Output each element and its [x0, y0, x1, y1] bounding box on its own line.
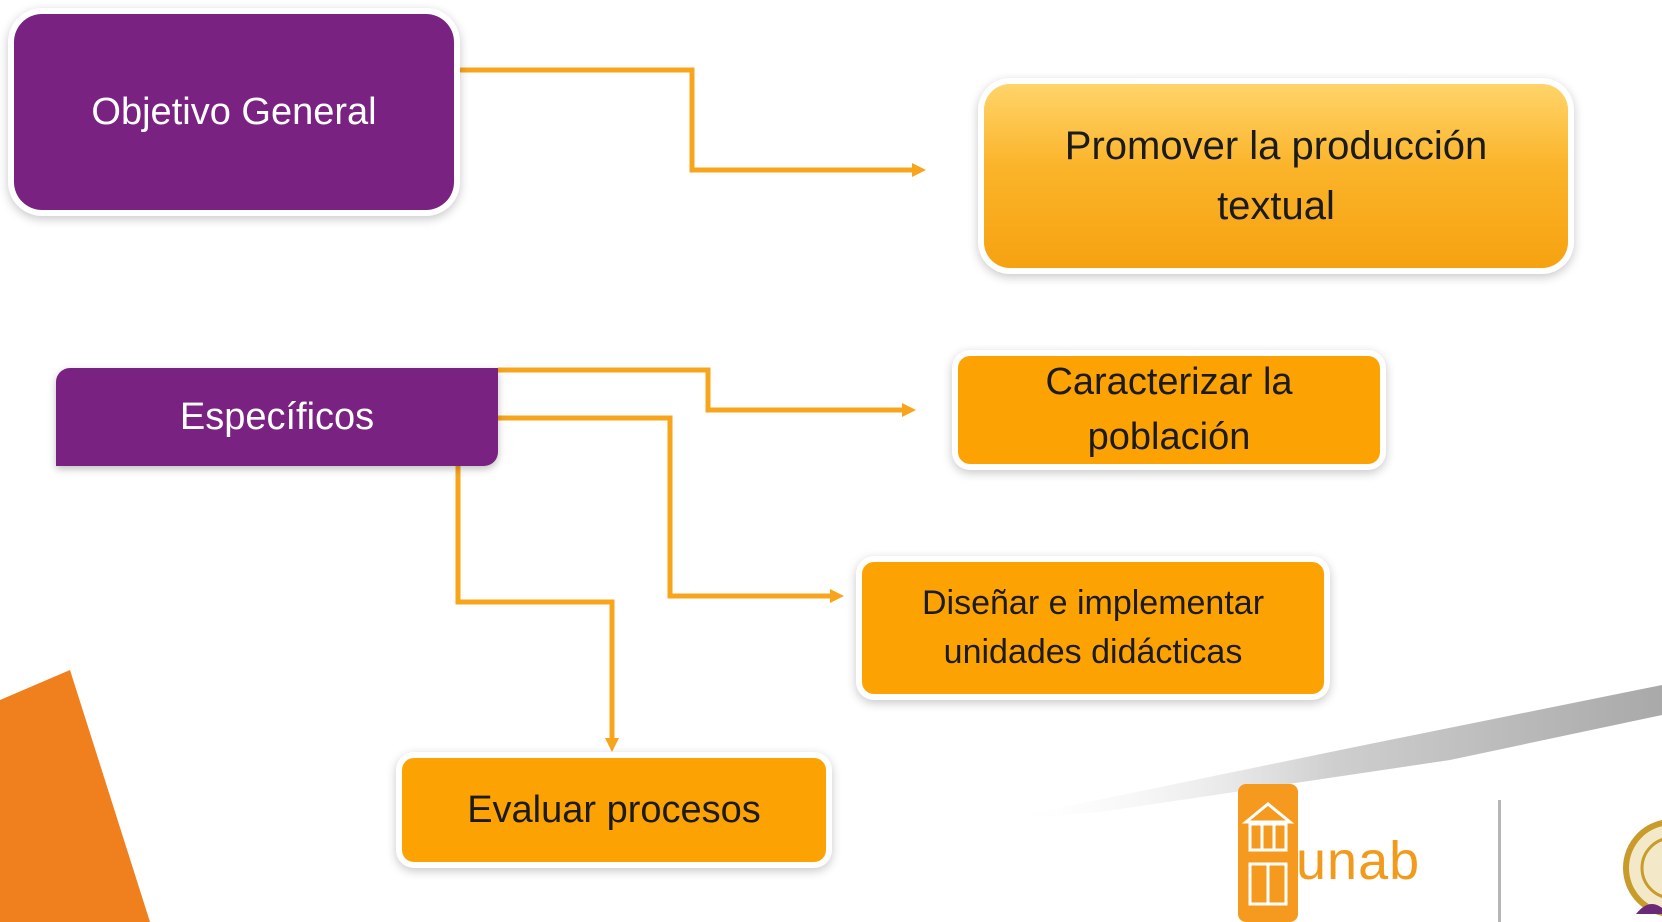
connector-especificos-disenar: [498, 415, 830, 599]
connector-especificos-evaluar: [455, 466, 615, 738]
node-caracterizar-label: Caracterizar la población: [1045, 360, 1293, 458]
connector-especificos-caracterizar: [498, 367, 902, 413]
node-disenar: Diseñar e implementar unidades didáctica…: [862, 562, 1324, 694]
node-disenar-label-line1: Diseñar e implementar: [921, 583, 1265, 622]
node-especificos-label: Específicos: [179, 395, 375, 438]
orange-accent-shape: [0, 670, 150, 922]
logo-divider: [1498, 800, 1501, 922]
node-evaluar-label: Evaluar procesos: [467, 788, 761, 831]
node-promover: Promover la producción textual: [984, 84, 1568, 268]
node-disenar-label-line2: unidades didácticas: [943, 633, 1243, 671]
arrowhead-evaluar: [605, 738, 619, 752]
unab-building-icon: [1238, 784, 1298, 922]
arrowhead-promover: [912, 163, 926, 177]
node-especificos: Específicos: [56, 368, 498, 466]
unab-logo-text: unab: [1296, 831, 1421, 891]
node-caracterizar: Caracterizar la población: [958, 356, 1380, 464]
arrowhead-caracterizar: [902, 403, 916, 417]
node-objetivo-general: Objetivo General: [14, 14, 454, 210]
node-evaluar: Evaluar procesos: [402, 758, 826, 862]
arrowhead-disenar: [830, 589, 844, 603]
seal-icon: [1623, 820, 1662, 916]
gray-swoosh: [1000, 685, 1662, 820]
node-promover-label: Promover la producción textual: [1064, 124, 1488, 228]
connector-general-promover: [456, 67, 912, 173]
node-objetivo-general-label: Objetivo General: [91, 90, 377, 133]
